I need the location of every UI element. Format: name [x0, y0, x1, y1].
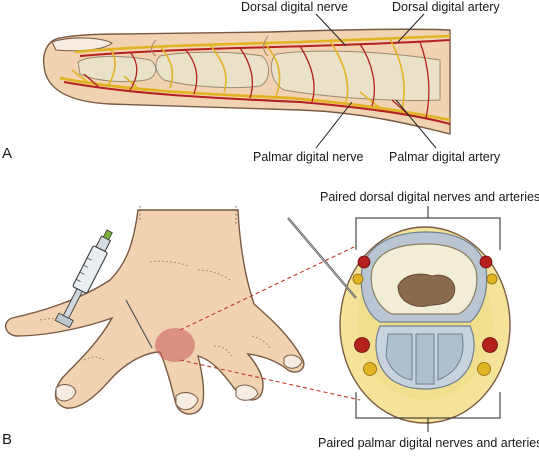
label-palmar-digital-artery: Palmar digital artery: [389, 150, 501, 164]
label-dorsal-digital-artery: Dorsal digital artery: [392, 0, 500, 14]
nerve-branches: [71, 38, 405, 111]
needle-cross-section: [287, 217, 357, 299]
palmar-nerve-right: [477, 362, 491, 376]
label-paired-palmar: Paired palmar digital nerves and arterie…: [318, 436, 539, 450]
dorsal-nerve-left: [352, 273, 364, 285]
dorsal-artery-right: [479, 255, 493, 269]
bone-marrow: [397, 273, 456, 307]
palmar-artery-right: [482, 337, 498, 353]
panel-label-a: A: [2, 145, 13, 162]
label-paired-dorsal: Paired dorsal digital nerves and arterie…: [320, 190, 539, 204]
hand-dorsal-view: [5, 206, 305, 415]
middle-phalanx: [155, 51, 269, 89]
finger-cross-section: [339, 226, 511, 424]
dorsal-nerve-right: [486, 273, 498, 285]
palmar-nerve-left: [363, 362, 377, 376]
dorsal-artery-left: [357, 255, 371, 269]
label-palmar-digital-nerve: Palmar digital nerve: [253, 150, 364, 164]
syringe: [54, 229, 153, 349]
label-brackets: [355, 206, 501, 432]
label-dorsal-digital-nerve: Dorsal digital nerve: [241, 0, 348, 14]
nail-ring: [235, 384, 259, 401]
projection-lines: [179, 245, 361, 401]
panel-label-b: B: [2, 431, 13, 448]
nail-middle: [175, 392, 199, 410]
leader-lines-a: [315, 13, 437, 149]
fingernail: [51, 37, 113, 52]
hand-outline: [5, 209, 305, 415]
dorsal-digital-artery: [79, 39, 451, 57]
nail-index: [55, 384, 77, 402]
palmar-artery-left: [354, 337, 370, 353]
distal-phalanx: [77, 56, 157, 83]
injection-site: [155, 328, 195, 362]
nail-little: [283, 354, 303, 369]
dorsal-digital-nerve: [74, 34, 451, 54]
finger-lateral-view: [42, 28, 451, 135]
palmar-digital-artery: [63, 80, 451, 126]
flexor-tendons: [385, 333, 464, 385]
